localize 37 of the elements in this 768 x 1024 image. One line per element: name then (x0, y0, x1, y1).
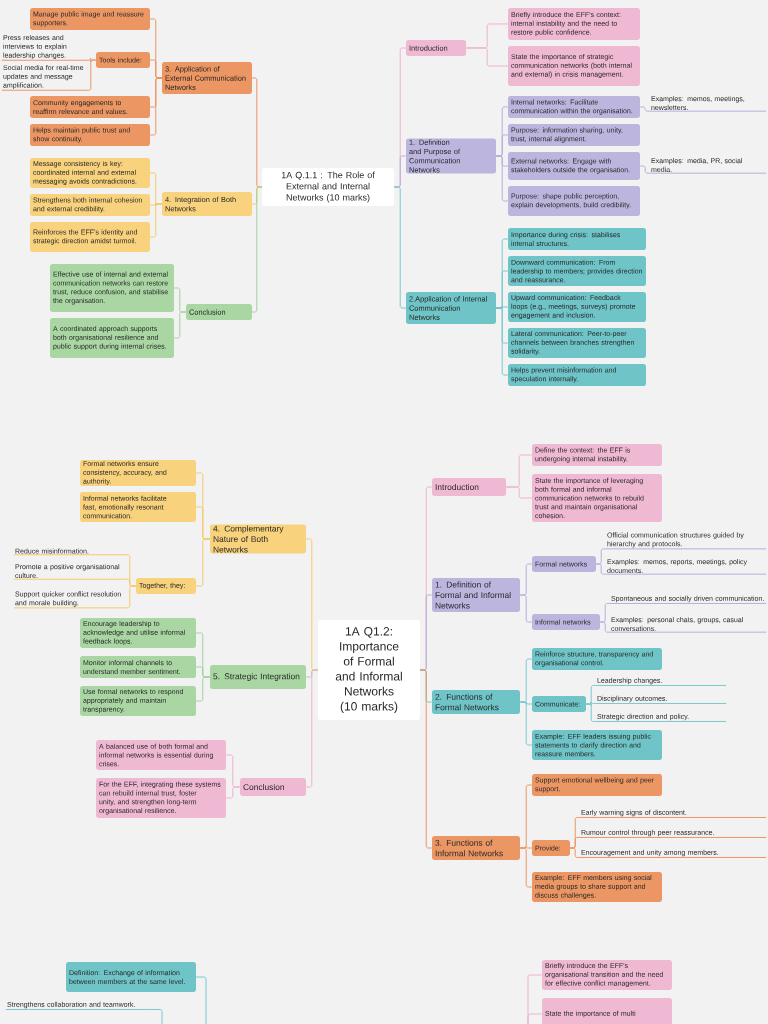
connector (149, 1009, 163, 1024)
connector (195, 676, 211, 702)
connector (519, 594, 533, 623)
branch-box: 4. Complementary Nature of Both Networks (210, 524, 306, 554)
connector (495, 155, 509, 202)
branch-box: 3. Functions of Informal Networks (432, 836, 520, 860)
connector (195, 538, 211, 587)
connector (527, 1013, 543, 1024)
connector (585, 703, 597, 722)
connector (639, 106, 651, 112)
branch-box: 2. Functions of Formal Networks (432, 690, 520, 714)
branch-box: Introduction (432, 478, 506, 496)
branch-box: 1. Definition of Formal and Informal Networks (432, 578, 520, 612)
connector (505, 486, 533, 499)
connector (195, 976, 207, 1024)
branch-box: Conclusion (240, 778, 306, 796)
connector (393, 186, 407, 309)
branch-box: 5. Strategic Integration (210, 665, 306, 689)
connector (305, 669, 319, 788)
connector (569, 847, 581, 858)
connector (149, 203, 163, 238)
connector (419, 669, 433, 849)
connector (519, 847, 533, 888)
connector (495, 307, 509, 376)
connector (173, 311, 187, 339)
connector (519, 701, 533, 746)
connector (251, 186, 263, 313)
connector (225, 786, 241, 799)
connector (639, 165, 651, 174)
connector (465, 47, 509, 67)
connector (595, 563, 607, 575)
connector (149, 77, 163, 136)
topic-box: 1A Q1.2: Importance of Formal and Informal Networks (10 marks) (318, 620, 420, 720)
connector (85, 59, 97, 91)
connector (123, 585, 137, 609)
topic-box: 1A Q.1.1 : The Role of External and Internal Networks (10 marks) (262, 168, 394, 206)
connector (599, 621, 611, 633)
